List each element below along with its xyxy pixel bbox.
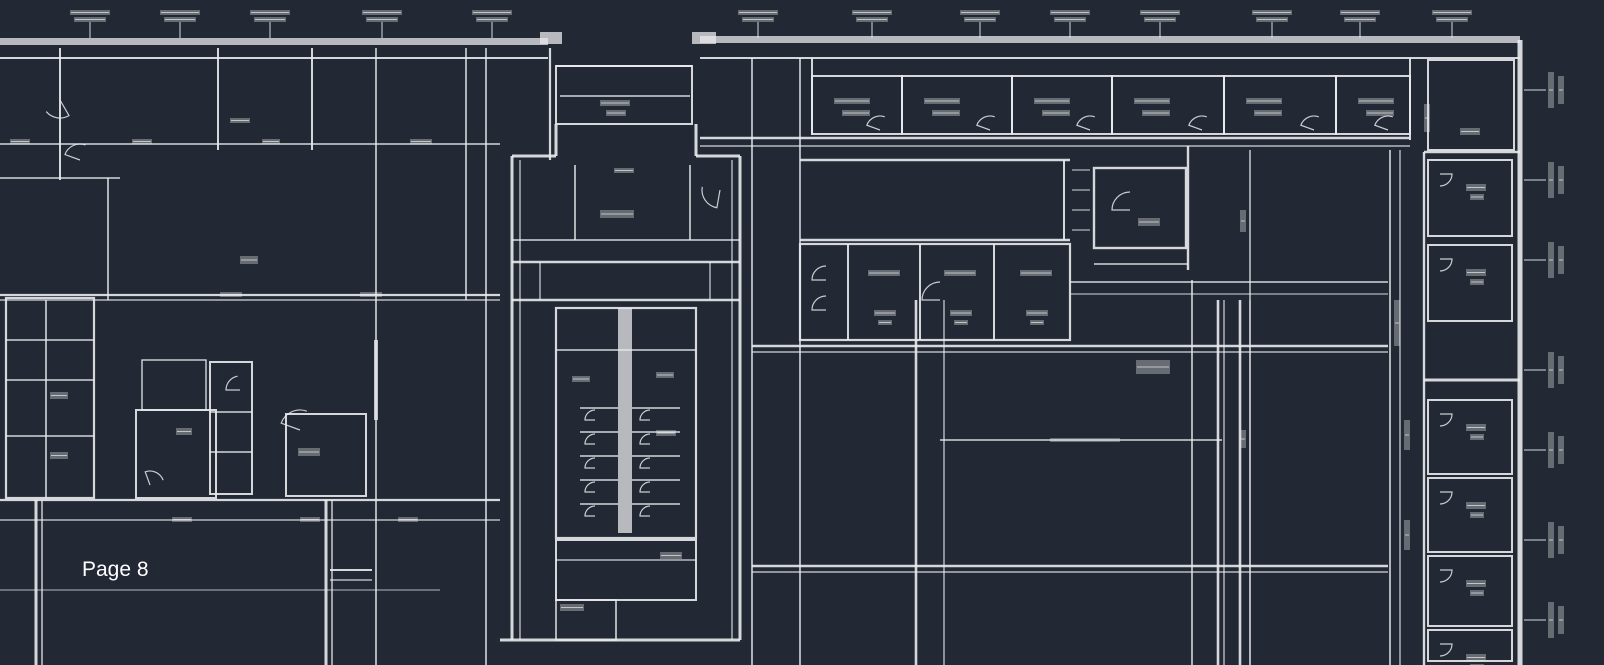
door-swing bbox=[866, 115, 885, 131]
door-swing bbox=[1439, 643, 1453, 657]
room-top-row bbox=[811, 75, 903, 135]
door-swing bbox=[1439, 491, 1453, 505]
office-room bbox=[135, 409, 217, 499]
janitor-room bbox=[555, 539, 697, 601]
plan-room bbox=[141, 359, 207, 411]
room-right-column bbox=[1427, 244, 1513, 322]
door-swing bbox=[64, 143, 86, 161]
stair-core bbox=[555, 65, 693, 125]
meeting-rooms bbox=[798, 242, 1072, 342]
door-swing bbox=[811, 265, 827, 281]
door-swing bbox=[584, 433, 596, 445]
door-swing bbox=[639, 433, 651, 445]
door-swing bbox=[1076, 115, 1095, 131]
room-top-row bbox=[1011, 75, 1113, 135]
corner-office bbox=[1427, 59, 1515, 151]
restroom-block bbox=[4, 296, 96, 500]
door-swing bbox=[144, 470, 164, 486]
door-swing bbox=[639, 457, 651, 469]
door-swing bbox=[639, 409, 651, 421]
door-swing bbox=[584, 481, 596, 493]
wall-corner bbox=[540, 32, 562, 44]
door-swing bbox=[225, 375, 240, 391]
exterior-wall-top-left bbox=[0, 38, 548, 45]
door-swing bbox=[1188, 115, 1207, 131]
door-swing bbox=[280, 409, 308, 431]
door-swing bbox=[1439, 413, 1453, 427]
room-top-row bbox=[1223, 75, 1337, 135]
office-room bbox=[285, 413, 367, 497]
door-swing bbox=[1439, 173, 1453, 187]
door-swing bbox=[1439, 569, 1453, 583]
room-right-column bbox=[1427, 629, 1513, 662]
room-top-row bbox=[1111, 75, 1225, 135]
door-swing bbox=[584, 409, 596, 421]
wall-corner bbox=[692, 32, 716, 44]
room-right-column bbox=[1427, 159, 1513, 237]
page-number-label: Page 8 bbox=[82, 558, 149, 581]
door-swing bbox=[1111, 191, 1131, 211]
room-right-column bbox=[1427, 555, 1513, 627]
door-swing bbox=[639, 505, 651, 517]
door-swing bbox=[1300, 115, 1319, 131]
plumbing-chase bbox=[618, 308, 632, 533]
door-swing bbox=[584, 505, 596, 517]
room-top-row bbox=[1335, 75, 1411, 135]
door-swing bbox=[584, 457, 596, 469]
door-swing bbox=[45, 99, 70, 119]
door-swing bbox=[639, 481, 651, 493]
closet-room bbox=[209, 361, 253, 495]
door-swing bbox=[1439, 258, 1453, 272]
room-top-row bbox=[901, 75, 1013, 135]
door-swing bbox=[811, 295, 827, 311]
door-swing bbox=[921, 281, 941, 301]
room-right-column bbox=[1427, 399, 1513, 475]
door-swing bbox=[1374, 115, 1393, 131]
exterior-wall-top-right bbox=[700, 36, 1520, 43]
door-swing bbox=[701, 186, 721, 209]
room-right-column bbox=[1427, 477, 1513, 553]
door-swing bbox=[976, 115, 995, 131]
office-room bbox=[1092, 166, 1188, 250]
